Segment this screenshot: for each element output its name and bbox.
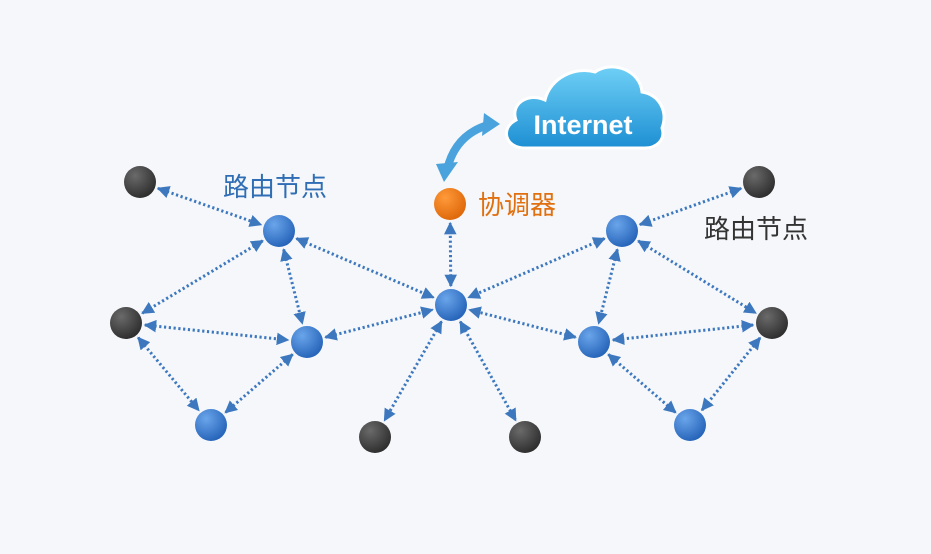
internet-label: Internet	[533, 110, 632, 140]
cloud-icon[interactable]: Internet	[505, 65, 666, 150]
link-ld2-l3	[137, 336, 200, 412]
curved-double-arrow-icon	[436, 113, 500, 182]
router-node-l1[interactable]	[263, 215, 295, 247]
link-rd2-r3	[700, 336, 762, 412]
end-device-node-rd1[interactable]	[743, 166, 775, 198]
router-node-c[interactable]	[435, 289, 467, 321]
end-device-node-ld1[interactable]	[124, 166, 156, 198]
link-rd1-r1	[638, 186, 743, 227]
end-device-node-ld2[interactable]	[110, 307, 142, 339]
router-node-l3[interactable]	[195, 409, 227, 441]
link-l2-c	[324, 306, 434, 341]
link-ld1-l1	[156, 186, 263, 227]
router-label-right: 路由节点	[704, 215, 809, 245]
link-r1-c	[467, 237, 606, 299]
link-l1-ld2	[141, 239, 264, 315]
end-device-node-b2[interactable]	[509, 421, 541, 453]
router-node-l2[interactable]	[291, 326, 323, 358]
links-layer	[137, 186, 762, 422]
nodes-layer	[110, 166, 788, 453]
end-device-node-rd2[interactable]	[756, 307, 788, 339]
link-l1-c	[295, 237, 435, 299]
link-c-b2	[458, 320, 518, 422]
router-node-r3[interactable]	[674, 409, 706, 441]
link-r2-c	[468, 306, 577, 341]
link-ld2-l2	[143, 319, 290, 346]
coordinator-label: 协调器	[478, 191, 557, 221]
link-rd2-r2	[611, 319, 755, 346]
end-device-node-b1[interactable]	[359, 421, 391, 453]
link-r1-r2	[595, 248, 621, 325]
link-l2-l3	[224, 353, 294, 414]
router-node-r1[interactable]	[606, 215, 638, 247]
router-node-r2[interactable]	[578, 326, 610, 358]
coordinator-node-coord[interactable]	[434, 188, 466, 220]
link-r2-r3	[607, 353, 677, 414]
link-c-b1	[383, 320, 443, 422]
router-label-left: 路由节点	[223, 173, 328, 203]
link-r1-rd2	[637, 239, 757, 315]
link-c-coord	[444, 221, 457, 288]
link-l1-l2	[280, 248, 306, 325]
